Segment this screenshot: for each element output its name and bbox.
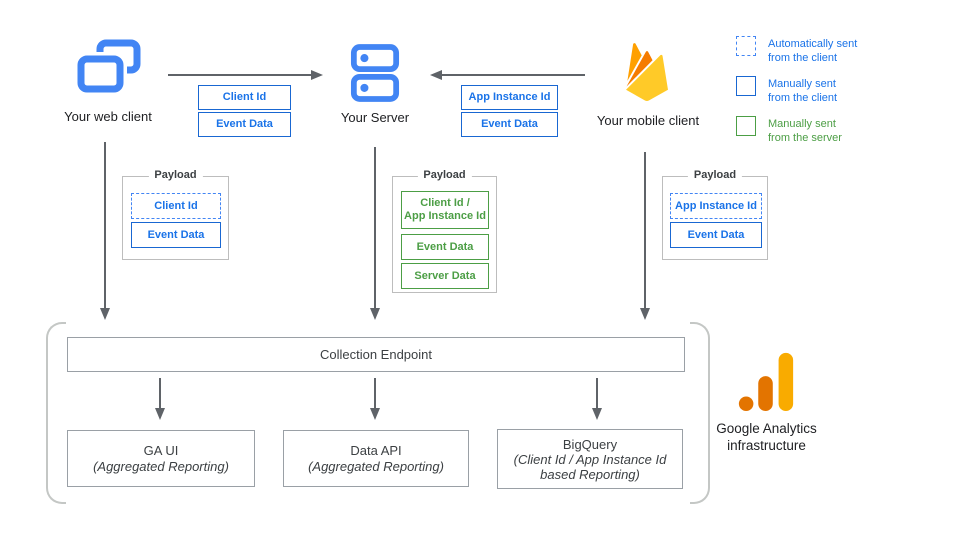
firebase-icon: [626, 43, 668, 101]
payload-item-event-data: Event Data: [670, 222, 762, 248]
server-icon: [350, 44, 400, 102]
edge-param-app-instance-id: App Instance Id: [461, 85, 558, 110]
payload-item-event-data: Event Data: [131, 222, 221, 248]
web-payload-title: Payload: [148, 169, 203, 181]
legend-item-manual-server: Manually sent from the server: [736, 116, 842, 145]
infrastructure-bracket-left: [46, 322, 66, 504]
bigquery-box: BigQuery (Client Id / App Instance Id ba…: [497, 429, 683, 489]
server-label: Your Server: [340, 110, 410, 125]
ga-ui-box: GA UI (Aggregated Reporting): [67, 430, 255, 487]
payload-item-event-data: Event Data: [401, 234, 489, 260]
mobile-client-label: Your mobile client: [596, 113, 700, 128]
web-client-label: Your web client: [64, 109, 152, 124]
dashed-blue-swatch-icon: [736, 36, 756, 56]
google-analytics-logo-icon: [738, 352, 794, 412]
legend-label: Automatically sent from the client: [768, 38, 858, 64]
legend-label: Manually sent from the server: [768, 118, 842, 144]
data-api-subtitle: (Aggregated Reporting): [308, 458, 444, 474]
payload-item-app-instance-id: App Instance Id: [670, 193, 762, 219]
google-analytics-infrastructure-label: Google Analytics infrastructure: [716, 421, 817, 453]
solid-green-swatch-icon: [736, 116, 756, 136]
payload-item-client-id: Client Id: [131, 193, 221, 219]
data-api-title: Data API: [350, 442, 402, 458]
legend-item-manual-client: Manually sent from the client: [736, 76, 837, 105]
bigquery-subtitle: (Client Id / App Instance Id based Repor…: [513, 451, 667, 482]
server-payload-box: Payload Client Id / App Instance Id Even…: [392, 169, 497, 293]
mobile-payload-title: Payload: [687, 169, 743, 181]
payload-item-client-or-app-instance-id: Client Id / App Instance Id: [401, 191, 489, 229]
web-payload-box: Payload Client Id Event Data: [122, 169, 229, 260]
solid-blue-swatch-icon: [736, 76, 756, 96]
ga-ui-subtitle: (Aggregated Reporting): [93, 458, 229, 474]
mobile-payload-box: Payload App Instance Id Event Data: [662, 169, 768, 260]
collection-endpoint-label: Collection Endpoint: [319, 346, 433, 362]
edge-param-event-data: Event Data: [198, 112, 291, 137]
payload-item-server-data: Server Data: [401, 263, 489, 289]
legend-label: Manually sent from the client: [768, 78, 838, 104]
infrastructure-bracket-right: [690, 322, 710, 504]
legend-item-auto-client: Automatically sent from the client: [736, 36, 857, 65]
web-client-icon: [76, 39, 141, 96]
bigquery-title: BigQuery: [562, 436, 618, 452]
server-payload-title: Payload: [417, 169, 472, 181]
collection-endpoint-box: Collection Endpoint: [67, 337, 685, 372]
edge-param-client-id: Client Id: [198, 85, 291, 110]
ga-ui-title: GA UI: [143, 442, 179, 458]
data-api-box: Data API (Aggregated Reporting): [283, 430, 469, 487]
edge-param-event-data: Event Data: [461, 112, 558, 137]
